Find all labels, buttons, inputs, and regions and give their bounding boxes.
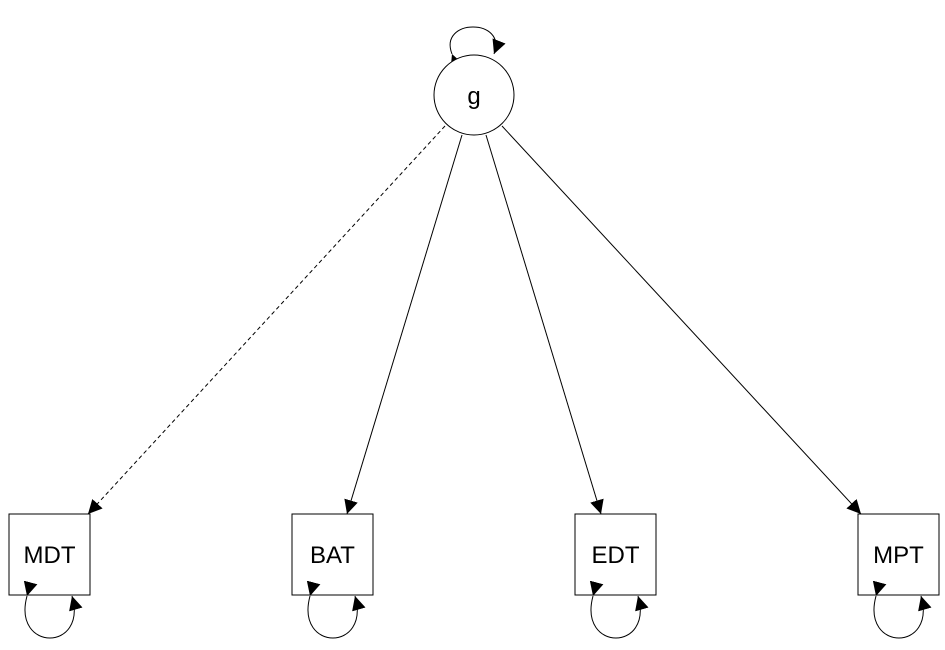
path-g-mpt bbox=[501, 125, 862, 515]
indicator-node-bat[interactable]: BAT bbox=[291, 513, 374, 596]
variance-loop-g bbox=[449, 26, 506, 70]
path-g-bat bbox=[344, 134, 463, 515]
indicator-node-mpt[interactable]: MPT bbox=[857, 513, 940, 596]
latent-circle bbox=[433, 54, 515, 136]
variance-loop-edt bbox=[589, 580, 649, 639]
path-g-mdt bbox=[87, 125, 446, 515]
indicator-label: MPT bbox=[873, 542, 924, 569]
latent-label: g bbox=[467, 83, 480, 110]
latent-node-g[interactable]: g bbox=[433, 54, 515, 136]
indicator-label: MDT bbox=[24, 542, 76, 569]
variance-loop-bat bbox=[306, 580, 366, 639]
indicator-node-edt[interactable]: EDT bbox=[574, 513, 657, 596]
indicator-label: EDT bbox=[592, 542, 640, 569]
variance-loop-mdt bbox=[23, 580, 83, 639]
indicator-label: BAT bbox=[310, 542, 355, 569]
path-g-edt bbox=[485, 134, 604, 515]
indicator-node-mdt[interactable]: MDT bbox=[8, 513, 91, 596]
variance-loop-mpt bbox=[872, 580, 932, 639]
